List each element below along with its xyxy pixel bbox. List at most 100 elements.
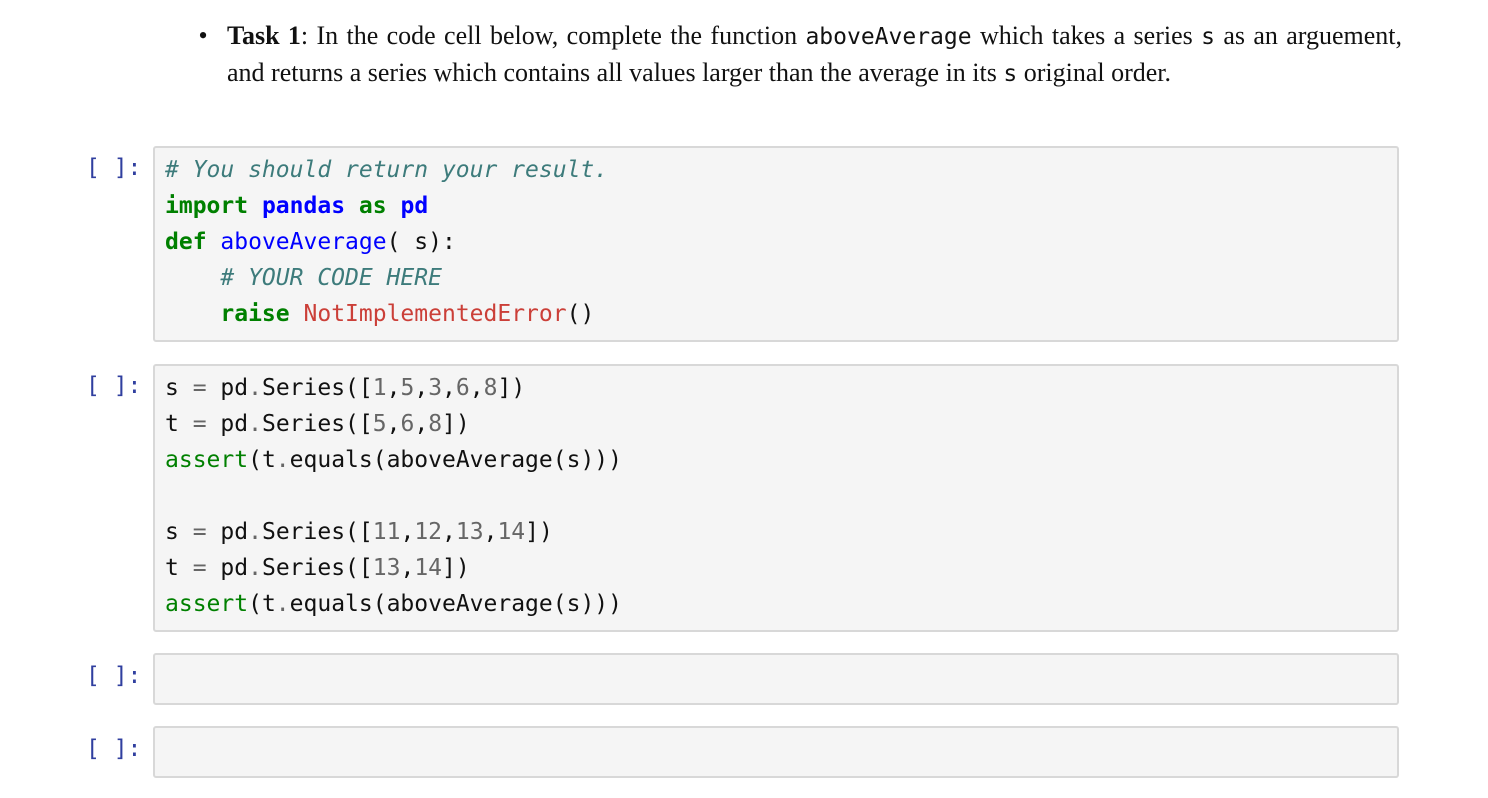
task-text-3: as an arguement, and returns a series wh…	[227, 21, 1402, 87]
code-text: ,	[442, 519, 456, 545]
code-content[interactable]	[155, 728, 1397, 732]
code-keyword: raise	[220, 301, 290, 327]
code-comment: # YOUR CODE HERE	[220, 265, 442, 291]
code-line: def aboveAverage( s):	[165, 224, 1397, 260]
code-text: s	[165, 375, 193, 401]
code-builtin: assert	[165, 591, 249, 617]
code-text: ,	[386, 375, 401, 401]
code-line: assert(t.equals(aboveAverage(s)))	[165, 586, 1397, 622]
code-text	[207, 229, 221, 255]
code-text: ,	[483, 519, 498, 545]
code-text	[165, 265, 220, 291]
code-text: ,	[414, 375, 429, 401]
code-line: s = pd.Series([1,5,3,6,8])	[165, 370, 1397, 406]
code-line	[165, 478, 1397, 514]
code-number: 5	[400, 375, 415, 401]
code-keyword: def	[165, 229, 207, 255]
markdown-cell: • Task 1: In the code cell below, comple…	[196, 18, 1402, 92]
code-operator: =	[192, 411, 207, 437]
code-editor[interactable]: s = pd.Series([1,5,3,6,8])t = pd.Series(…	[153, 364, 1399, 632]
code-editor[interactable]: # You should return your result. import p…	[153, 146, 1399, 342]
code-text: ()	[566, 301, 595, 327]
code-line: t = pd.Series([13,14])	[165, 550, 1397, 586]
code-text: ,	[469, 375, 484, 401]
task-description: Task 1: In the code cell below, complete…	[227, 18, 1402, 92]
code-operator: =	[192, 519, 207, 545]
code-text: ])	[442, 555, 470, 581]
code-text: equals(aboveAverage(s)))	[289, 591, 622, 617]
code-line: # You should return your result.	[165, 152, 1397, 188]
code-number: 13	[455, 519, 484, 545]
code-content[interactable]	[155, 655, 1397, 659]
code-line: s = pd.Series([11,12,13,14])	[165, 514, 1397, 550]
code-text	[290, 301, 304, 327]
code-name: pd	[400, 193, 429, 219]
code-number: 8	[483, 375, 498, 401]
code-text: ,	[414, 411, 429, 437]
code-text: ,	[400, 555, 415, 581]
code-operator: =	[192, 375, 207, 401]
cell-prompt: [ ]:	[86, 663, 142, 689]
code-text: ])	[442, 411, 470, 437]
code-number: 8	[428, 411, 443, 437]
code-text: t	[165, 411, 193, 437]
code-number: 14	[497, 519, 526, 545]
code-operator: .	[275, 591, 290, 617]
inline-code-function: aboveAverage	[805, 24, 972, 50]
code-line: # YOUR CODE HERE	[165, 260, 1397, 296]
code-number: 14	[414, 555, 443, 581]
code-text	[248, 193, 262, 219]
code-operator: .	[248, 375, 262, 401]
code-text: pd	[206, 555, 249, 581]
task-text-1: : In the code cell below, complete the f…	[300, 21, 806, 50]
code-text: Series([	[261, 375, 373, 401]
code-operator: .	[248, 555, 262, 581]
code-number: 13	[372, 555, 401, 581]
task-label: Task 1	[227, 21, 301, 50]
code-text: ])	[525, 519, 553, 545]
code-operator: .	[275, 447, 290, 473]
code-number: 1	[372, 375, 387, 401]
code-text	[387, 193, 401, 219]
code-text: Series([	[261, 519, 373, 545]
code-number: 5	[372, 411, 387, 437]
code-exception: NotImplementedError	[303, 301, 567, 327]
cell-prompt: [ ]:	[86, 736, 142, 762]
code-text: ,	[386, 411, 401, 437]
code-text: ( s):	[386, 229, 456, 255]
code-operator: .	[248, 519, 262, 545]
code-text	[345, 193, 359, 219]
code-content[interactable]: s = pd.Series([1,5,3,6,8])t = pd.Series(…	[155, 366, 1397, 622]
code-text: Series([	[261, 411, 373, 437]
code-line: assert(t.equals(aboveAverage(s)))	[165, 442, 1397, 478]
code-text: pd	[206, 411, 249, 437]
code-number: 11	[372, 519, 401, 545]
code-editor-empty[interactable]	[153, 653, 1399, 705]
code-text: ])	[497, 375, 526, 401]
code-text: ,	[400, 519, 415, 545]
cell-prompt: [ ]:	[86, 155, 142, 181]
code-operator: .	[248, 411, 262, 437]
code-number: 6	[400, 411, 415, 437]
code-text	[165, 301, 220, 327]
code-number: 12	[414, 519, 443, 545]
code-line: import pandas as pd	[165, 188, 1397, 224]
code-builtin: assert	[165, 447, 249, 473]
code-content[interactable]: # You should return your result. import p…	[155, 148, 1397, 332]
code-text: Series([	[261, 555, 373, 581]
task-text-4: original order.	[1017, 58, 1172, 87]
code-text: ,	[442, 375, 456, 401]
code-text: pd	[206, 375, 249, 401]
inline-code-series-2: s	[1003, 61, 1018, 87]
inline-code-series-1: s	[1201, 24, 1215, 50]
code-line: t = pd.Series([5,6,8])	[165, 406, 1397, 442]
code-line: raise NotImplementedError()	[165, 296, 1397, 332]
code-text: equals(aboveAverage(s)))	[289, 447, 622, 473]
code-editor-empty[interactable]	[153, 726, 1399, 778]
bullet-marker: •	[198, 21, 208, 50]
code-text: (t	[248, 591, 276, 617]
code-comment: # You should return your result.	[165, 157, 609, 183]
code-keyword: as	[358, 193, 387, 219]
code-number: 3	[428, 375, 443, 401]
code-text: t	[165, 555, 193, 581]
